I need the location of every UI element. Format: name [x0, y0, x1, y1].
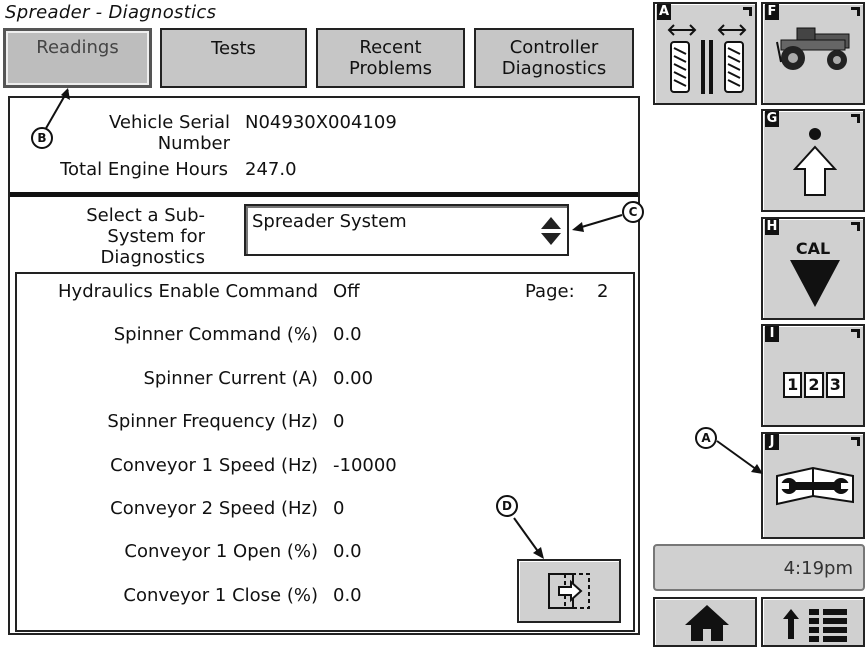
- softkey-letter-a: A: [657, 4, 671, 20]
- reading-label-conveyor1-speed: Conveyor 1 Speed (Hz): [110, 455, 318, 476]
- numeric-entry-icon: 1 2 3: [783, 372, 845, 398]
- corner-mark: [851, 329, 860, 338]
- callout-d: D: [496, 495, 518, 517]
- corner-mark: [851, 222, 860, 231]
- tab-tests[interactable]: Tests: [160, 28, 307, 88]
- tab-readings-label: Readings: [36, 37, 119, 58]
- softkey-a-track-spacing[interactable]: A: [653, 2, 757, 105]
- reading-value-spinner-current: 0.00: [333, 368, 374, 389]
- clock-time: 4:19pm: [783, 558, 853, 579]
- softkey-f-vehicle[interactable]: F: [761, 2, 865, 105]
- reading-value-conveyor2-speed: 0: [333, 498, 345, 519]
- subsystem-select-value: Spreader System: [252, 211, 407, 232]
- tab-controller-diagnostics[interactable]: Controller Diagnostics: [474, 28, 634, 88]
- tab-tests-label: Tests: [211, 37, 256, 59]
- reading-label-conveyor2-speed: Conveyor 2 Speed (Hz): [110, 498, 318, 519]
- reading-value-spinner-command: 0.0: [333, 324, 362, 345]
- page-forward-icon: [548, 573, 590, 609]
- softkey-j-diagnostics[interactable]: J: [761, 432, 865, 539]
- callout-b: B: [31, 127, 53, 149]
- corner-mark: [743, 7, 752, 16]
- softkey-letter-j: J: [765, 434, 779, 450]
- down-triangle-icon: [790, 260, 840, 307]
- softkey-h-calibrate[interactable]: H CAL: [761, 217, 865, 320]
- reading-value-spinner-frequency: 0: [333, 411, 345, 432]
- tab-readings[interactable]: Readings: [3, 28, 152, 88]
- cal-label: CAL: [795, 239, 831, 258]
- reading-value-conveyor1-open: 0.0: [333, 541, 362, 562]
- corner-mark: [851, 7, 860, 16]
- page-label: Page:: [525, 281, 575, 302]
- softkey-letter-h: H: [765, 219, 779, 235]
- home-button[interactable]: [653, 597, 757, 647]
- callout-c: C: [622, 201, 644, 223]
- digit-box: 3: [825, 372, 845, 398]
- reading-label-spinner-current: Spinner Current (A): [143, 368, 318, 389]
- diagnostics-wrench-icon: [776, 466, 854, 506]
- track-spacing-icon: [667, 24, 747, 94]
- softkey-letter-g: G: [765, 111, 779, 127]
- subsystem-select[interactable]: Spreader System: [244, 204, 569, 256]
- page-title: Spreader - Diagnostics: [5, 2, 217, 23]
- reading-label-conveyor1-open: Conveyor 1 Open (%): [124, 541, 318, 562]
- reading-value-conveyor1-speed: -10000: [333, 455, 397, 476]
- reading-value-hydraulics: Off: [333, 281, 360, 302]
- subsystem-label: Select a Sub-System for Diagnostics: [86, 205, 205, 268]
- up-list-icon: [783, 609, 847, 642]
- softkey-i-numeric[interactable]: I 1 2 3: [761, 324, 865, 427]
- up-down-arrows-icon[interactable]: [540, 216, 562, 246]
- corner-mark: [851, 114, 860, 123]
- menu-up-button[interactable]: [761, 597, 865, 647]
- vehicle-serial-value: N04930X004109: [245, 112, 397, 133]
- engine-hours-value: 247.0: [245, 159, 297, 180]
- readings-box: [15, 272, 635, 632]
- tab-recent-problems-label: Recent Problems: [349, 37, 432, 79]
- softkey-g-up[interactable]: G: [761, 109, 865, 212]
- reading-label-hydraulics: Hydraulics Enable Command: [58, 281, 318, 302]
- next-page-button[interactable]: [517, 559, 621, 623]
- reading-label-spinner-command: Spinner Command (%): [113, 324, 318, 345]
- engine-hours-label: Total Engine Hours: [60, 159, 228, 180]
- section-divider: [10, 192, 638, 197]
- sprayer-vehicle-icon: [776, 27, 850, 70]
- clock-status: 4:19pm: [653, 544, 865, 591]
- vehicle-serial-label: Vehicle Serial Number: [108, 112, 230, 154]
- softkey-letter-i: I: [765, 326, 779, 342]
- up-arrow-icon: [793, 128, 837, 196]
- digit-box: 2: [804, 372, 824, 398]
- digit-box: 1: [783, 372, 803, 398]
- tab-controller-diagnostics-label: Controller Diagnostics: [501, 37, 607, 79]
- page-number: 2: [597, 281, 609, 302]
- reading-value-conveyor1-close: 0.0: [333, 585, 362, 606]
- callout-a: A: [695, 427, 717, 449]
- softkey-letter-f: F: [765, 4, 779, 20]
- home-icon: [685, 605, 729, 641]
- reading-label-spinner-frequency: Spinner Frequency (Hz): [107, 411, 318, 432]
- tab-recent-problems[interactable]: Recent Problems: [316, 28, 465, 88]
- reading-label-conveyor1-close: Conveyor 1 Close (%): [123, 585, 318, 606]
- corner-mark: [851, 437, 860, 446]
